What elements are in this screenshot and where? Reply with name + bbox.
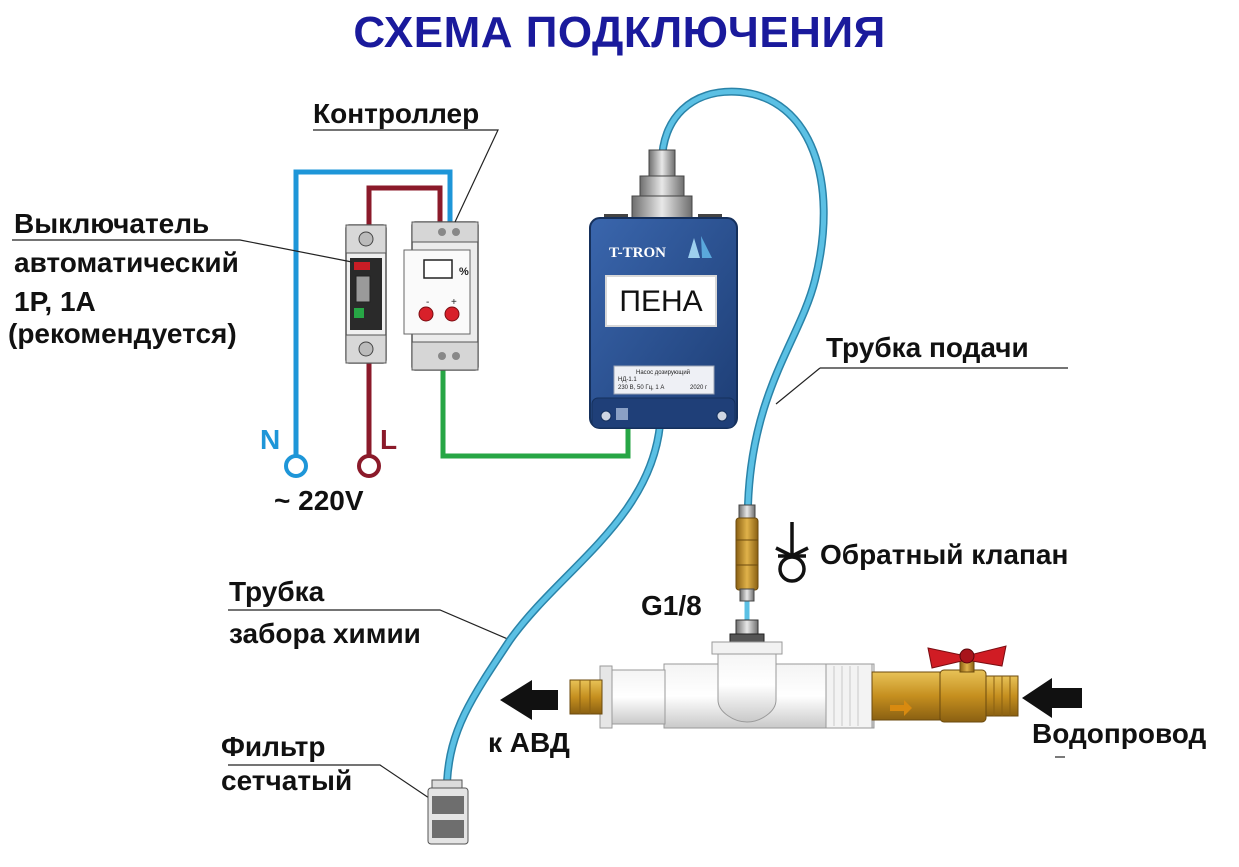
dosing-pump: T-TRON ПЕНА Насос дозирующий НД-1.1 230 … <box>589 149 738 429</box>
page-title: СХЕМА ПОДКЛЮЧЕНИЯ <box>353 8 886 57</box>
pump-plate-line2: НД-1.1 <box>618 377 637 383</box>
supply-tube-label: Трубка подачи <box>826 332 1029 363</box>
line-wire <box>366 185 443 458</box>
line-label: L <box>380 424 398 455</box>
arrow-left-icon <box>500 680 558 720</box>
signal-wire <box>440 370 631 459</box>
pump-plate-line1: Насос дозирующий <box>636 369 690 376</box>
intake-tube-label-line1: Трубка <box>229 576 325 607</box>
pump-plate-year: 2020 г <box>690 385 708 391</box>
controller-device: % - + <box>403 221 479 371</box>
circuit-breaker <box>345 224 387 364</box>
pump-plate-line3: 230 В, 50 Гц, 1 А <box>618 385 664 391</box>
svg-text:+: + <box>451 297 457 308</box>
neutral-label: N <box>260 424 281 455</box>
neutral-wire <box>293 169 453 458</box>
filter-label-line2: сетчатый <box>221 765 353 796</box>
supply-tube <box>658 87 828 623</box>
breaker-label-line4: (рекомендуется) <box>8 318 237 349</box>
pump-brand: T-TRON <box>609 245 666 261</box>
neutral-terminal <box>284 454 308 478</box>
thread-label: G1/8 <box>641 590 702 621</box>
breaker-label-line1: Выключатель <box>14 208 210 239</box>
arrow-left-icon <box>1022 678 1082 718</box>
breaker-label-line2: автоматический <box>14 247 239 278</box>
svg-text:-: - <box>426 297 429 308</box>
check-valve-label: Обратный клапан <box>820 539 1069 570</box>
check-valve-icon <box>775 522 809 583</box>
leader-lines <box>12 129 1068 801</box>
controller-unit: % <box>459 266 469 278</box>
breaker-label-line3: 1Р, 1А <box>14 286 96 317</box>
tee-assembly <box>569 619 875 729</box>
pump-display: ПЕНА <box>619 285 702 318</box>
voltage-label: ~ 220V <box>274 485 364 516</box>
to-avd-label: к АВД <box>488 727 570 758</box>
ball-valve <box>871 645 1019 723</box>
check-valve <box>735 504 759 602</box>
water-main-label: Водопровод <box>1032 718 1207 749</box>
intake-tube-label-line2: забора химии <box>229 618 421 649</box>
mesh-filter <box>427 779 469 845</box>
line-terminal <box>357 454 381 478</box>
controller-label: Контроллер <box>313 98 480 129</box>
intake-tube <box>443 421 664 786</box>
filter-label-line1: Фильтр <box>221 731 326 762</box>
